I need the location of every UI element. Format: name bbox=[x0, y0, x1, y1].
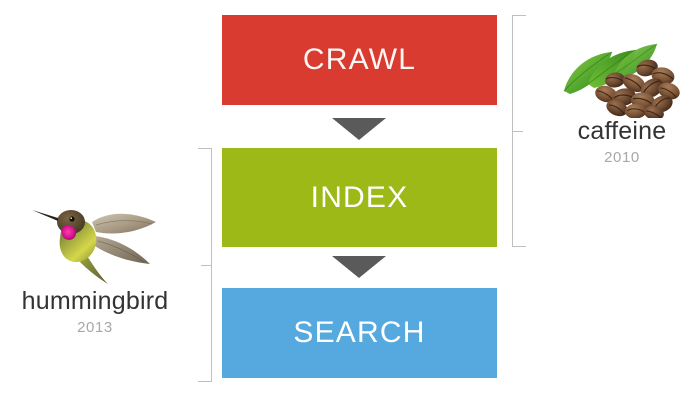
hummingbird-icon bbox=[32, 210, 156, 284]
annotation-caffeine: caffeine 2010 bbox=[544, 36, 700, 168]
annotation-name-hummingbird: hummingbird bbox=[21, 287, 169, 315]
annotation-name-caffeine: caffeine bbox=[577, 117, 667, 145]
bracket-cap-bottom bbox=[198, 381, 212, 382]
bracket-spine bbox=[211, 148, 212, 382]
annotation-year-caffeine: 2010 bbox=[604, 148, 640, 166]
stage-label-index: INDEX bbox=[310, 180, 409, 214]
stage-box-index[interactable]: INDEX bbox=[222, 148, 497, 247]
arrow-down-icon-crawl-to-index bbox=[332, 118, 386, 140]
stage-label-search: SEARCH bbox=[293, 316, 426, 349]
annotation-hummingbird: hummingbird 2013 bbox=[0, 192, 190, 338]
stage-box-search[interactable]: SEARCH bbox=[222, 288, 497, 378]
bracket-cap-top bbox=[512, 15, 526, 16]
bracket-caffeine bbox=[512, 15, 534, 247]
bracket-spine bbox=[512, 15, 513, 247]
bracket-cap-top bbox=[198, 148, 212, 149]
arrow-down-icon-index-to-search bbox=[332, 256, 386, 278]
bracket-cap-bottom bbox=[512, 246, 526, 247]
bracket-tick bbox=[201, 265, 211, 266]
bracket-tick bbox=[513, 131, 523, 132]
bracket-hummingbird bbox=[190, 148, 212, 382]
stage-label-crawl: CRAWL bbox=[302, 43, 417, 76]
coffee-beans-icon bbox=[563, 43, 680, 118]
stage-box-crawl[interactable]: CRAWL bbox=[222, 15, 497, 105]
annotation-year-hummingbird: 2013 bbox=[77, 318, 113, 336]
